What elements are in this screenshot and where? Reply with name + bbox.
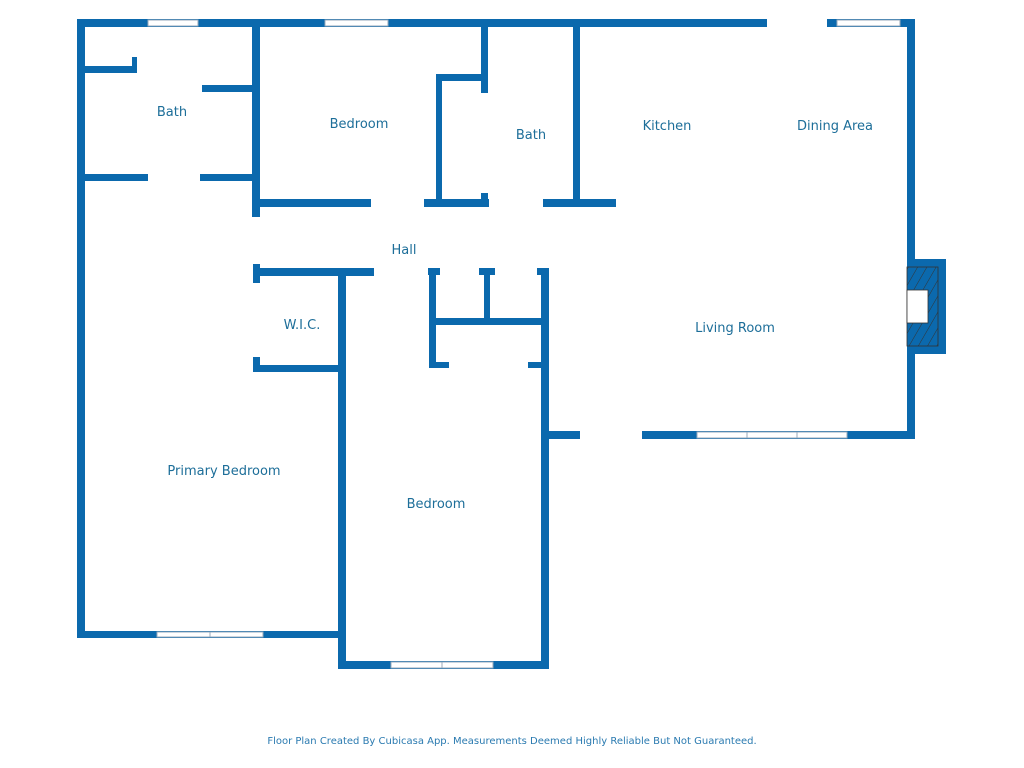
room-label-bath: Bath [516, 128, 546, 143]
room-label-primary-bedroom: Primary Bedroom [167, 464, 280, 479]
room-label-dining-area: Dining Area [797, 119, 873, 134]
room-label-bedroom: Bedroom [330, 117, 389, 132]
room-label-bedroom: Bedroom [407, 497, 466, 512]
windows [147, 19, 901, 669]
room-label-wic: W.I.C. [284, 318, 321, 333]
room-label-living-room: Living Room [695, 321, 775, 336]
footer-disclaimer: Floor Plan Created By Cubicasa App. Meas… [267, 736, 757, 747]
room-label-kitchen: Kitchen [643, 119, 692, 134]
room-label-hall: Hall [392, 243, 417, 258]
fireplace [906, 266, 939, 347]
room-label-bath: Bath [157, 105, 187, 120]
walls [77, 19, 946, 669]
